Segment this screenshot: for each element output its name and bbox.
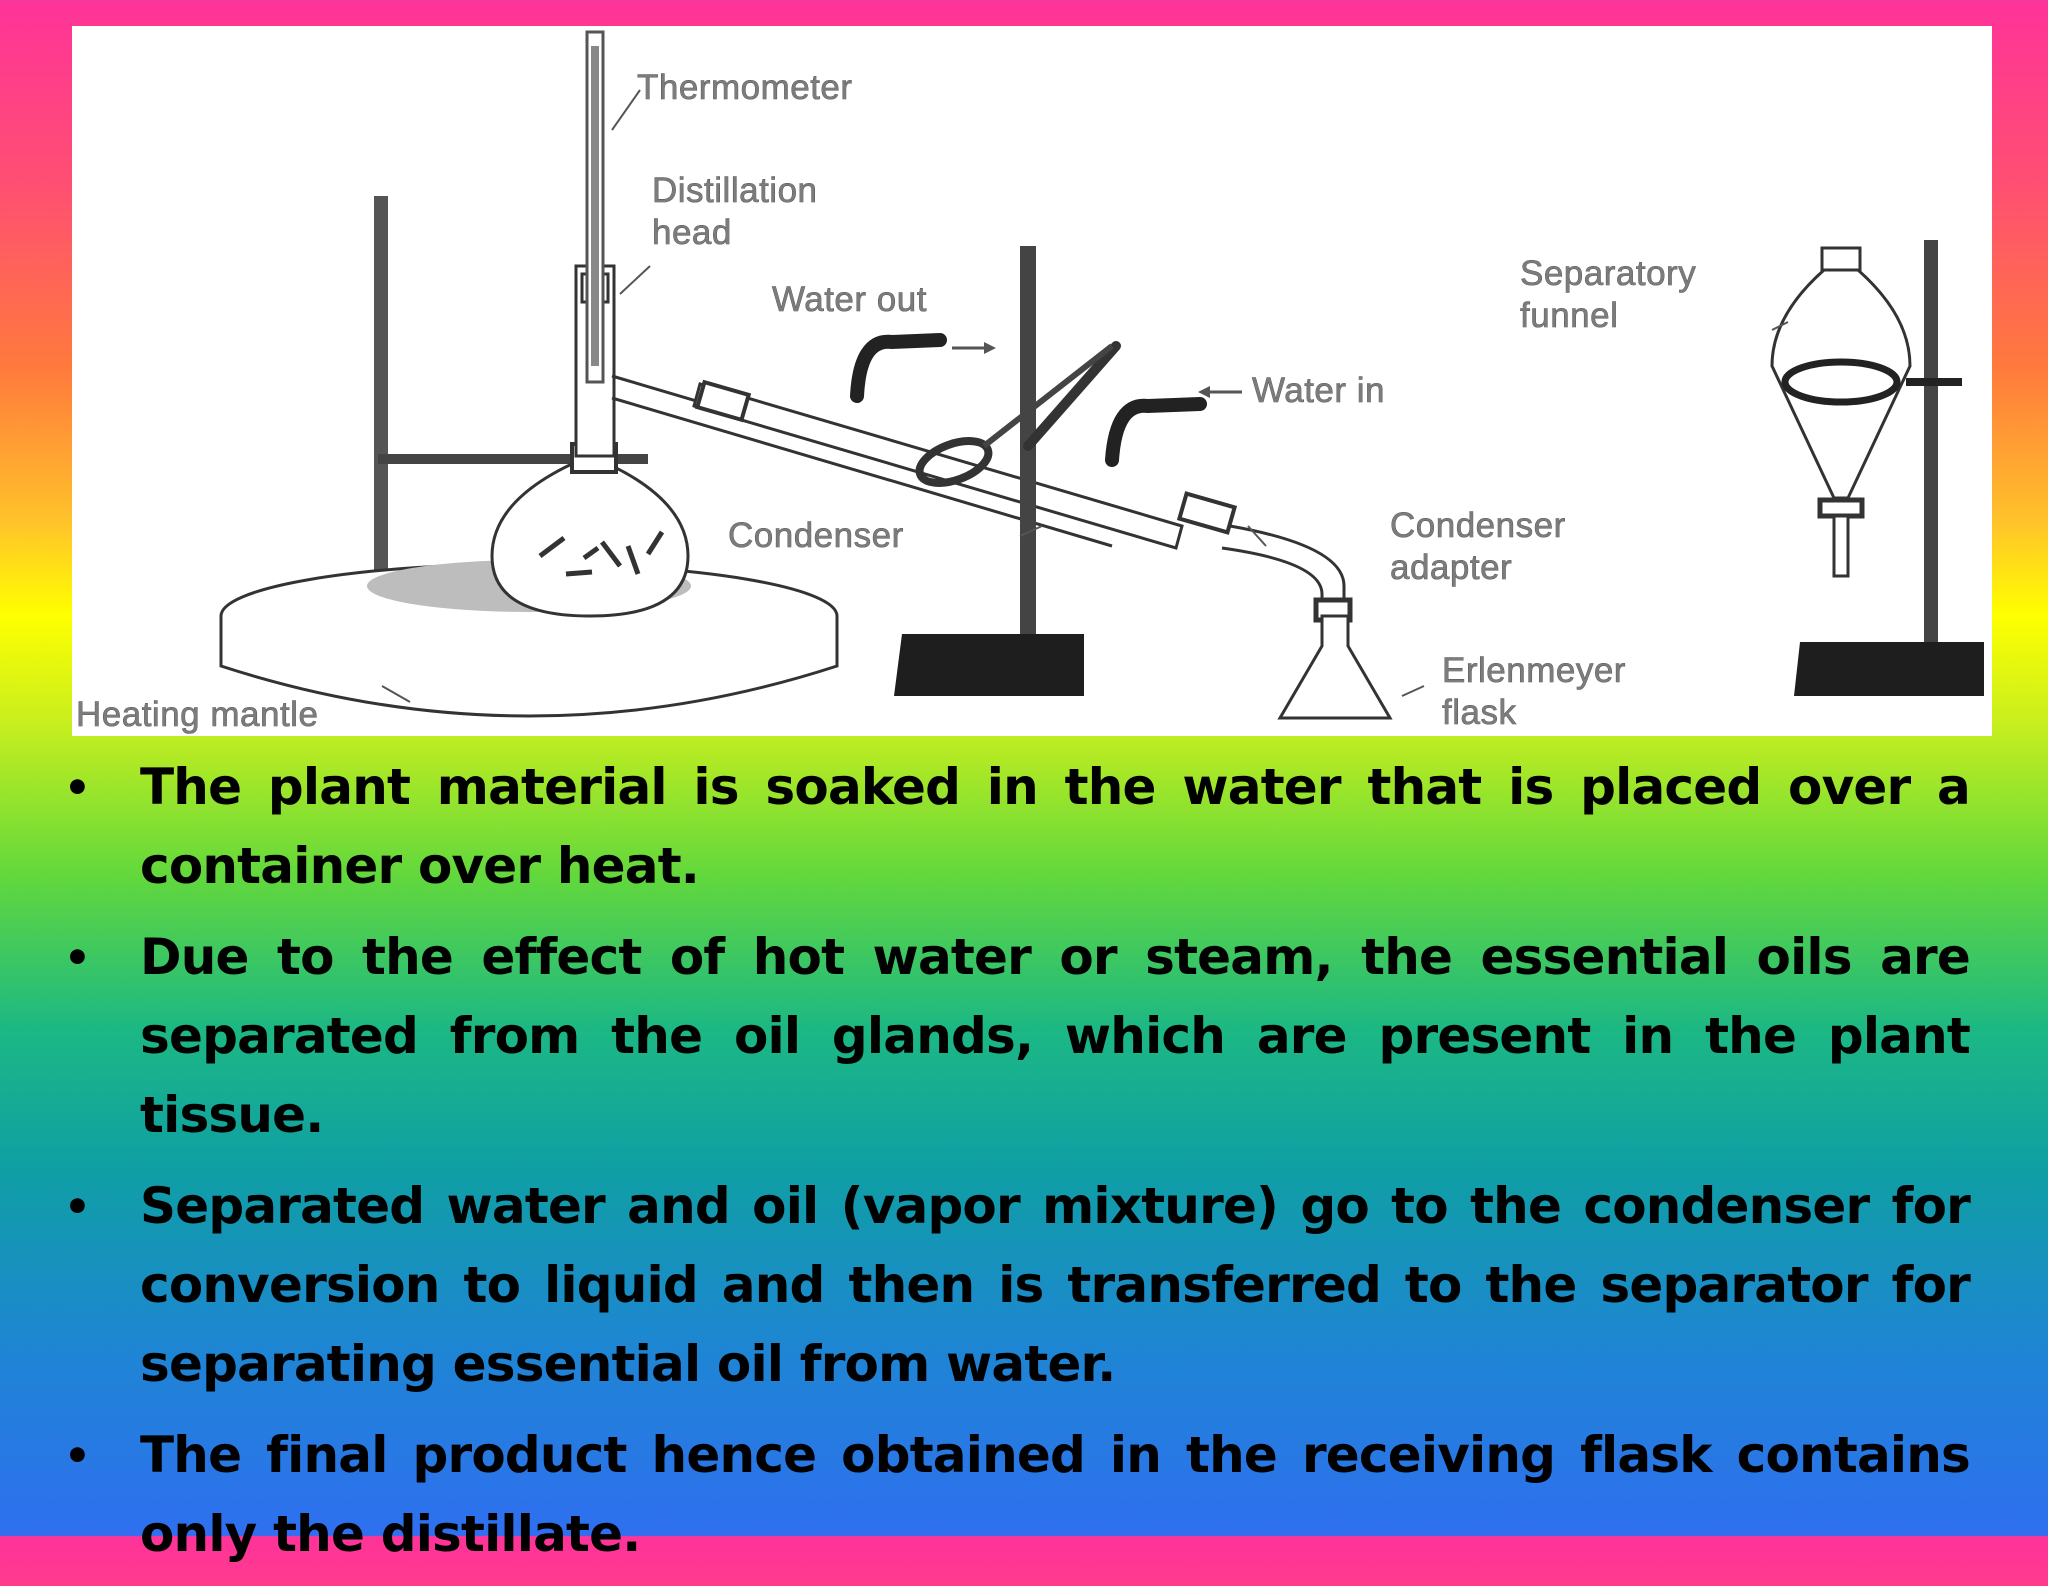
distillation-diagram: Thermometer Distillation head Water out … xyxy=(72,26,1992,736)
condenser-adapter-label-line1: Condenser xyxy=(1390,506,1566,545)
bullet-item: • The plant material is soaked in the wat… xyxy=(58,748,1971,906)
funnel-stem xyxy=(1832,514,1850,578)
bullet-glyph: • xyxy=(64,1431,91,1480)
erlenmeyer-flask xyxy=(1277,614,1393,720)
middle-stand-rod xyxy=(1020,246,1036,690)
bullet-text: Separated water and oil (vapor mixture) … xyxy=(140,1177,1971,1393)
water-in-label: Water in xyxy=(1252,371,1385,410)
bullet-item: • Separated water and oil (vapor mixture)… xyxy=(58,1167,1971,1404)
water-in-arrowhead xyxy=(1198,386,1210,398)
bullet-text: Due to the effect of hot water or steam,… xyxy=(140,928,1971,1144)
bullet-list: • The plant material is soaked in the wat… xyxy=(58,748,1971,1586)
funnel-stopcock xyxy=(1817,497,1865,519)
water-in-hose xyxy=(1105,397,1207,467)
condenser-adapter-inner xyxy=(1221,546,1324,630)
bullet-text: The plant material is soaked in the wate… xyxy=(140,758,1971,895)
distillation-head-label-line1: Distillation xyxy=(652,171,818,210)
distillation-apparatus-illustration: Thermometer Distillation head Water out … xyxy=(76,30,1984,734)
condenser-label: Condenser xyxy=(728,516,904,555)
plant-material-pieces xyxy=(538,530,665,577)
condenser-adapter-outer xyxy=(1229,524,1346,630)
bullet-item: • The final product hence obtained in the… xyxy=(58,1416,1971,1574)
bullet-glyph: • xyxy=(64,763,91,812)
separatory-funnel-body xyxy=(1770,268,1912,500)
thermometer-label: Thermometer xyxy=(637,68,853,107)
heating-mantle-body xyxy=(219,616,839,718)
condenser-joint-lower xyxy=(1176,491,1238,535)
condenser-adapter-label-line2: adapter xyxy=(1390,548,1512,587)
water-out-label: Water out xyxy=(772,280,927,319)
bullet-item: • Due to the effect of hot water or steam… xyxy=(58,918,1971,1155)
water-out-arrowhead xyxy=(984,342,996,354)
erlenmeyer-flask-label-line1: Erlenmeyer xyxy=(1442,651,1626,690)
right-stand-base xyxy=(1794,642,1984,696)
water-out-hose xyxy=(850,333,947,403)
condenser-clamp-rod xyxy=(982,343,1114,449)
condenser-clamp-ring xyxy=(915,437,993,487)
flask-clamp-arm xyxy=(378,454,648,464)
erlenmeyer-flask-label-line2: flask xyxy=(1442,693,1516,732)
heating-mantle-label: Heating mantle xyxy=(76,695,318,734)
separatory-funnel-label-line1: Separatory xyxy=(1520,254,1696,293)
separatory-funnel-label-line2: funnel xyxy=(1520,296,1618,335)
middle-stand-base xyxy=(894,634,1084,696)
left-stand-rod xyxy=(374,196,388,636)
bullet-glyph: • xyxy=(64,1182,91,1231)
round-bottom-flask xyxy=(490,454,690,618)
bullet-text: The final product hence obtained in the … xyxy=(140,1426,1971,1563)
funnel-stopper xyxy=(1820,246,1862,272)
right-stand-rod xyxy=(1924,240,1938,680)
middle-stand-clamp-arm xyxy=(1023,341,1121,451)
thermometer-column xyxy=(591,46,599,366)
funnel-support-ring xyxy=(1781,358,1901,406)
distillation-head-label-line2: head xyxy=(652,213,732,252)
label-leader-lines xyxy=(381,89,1789,703)
condenser-joint-upper xyxy=(694,379,752,423)
bullet-glyph: • xyxy=(64,933,91,982)
